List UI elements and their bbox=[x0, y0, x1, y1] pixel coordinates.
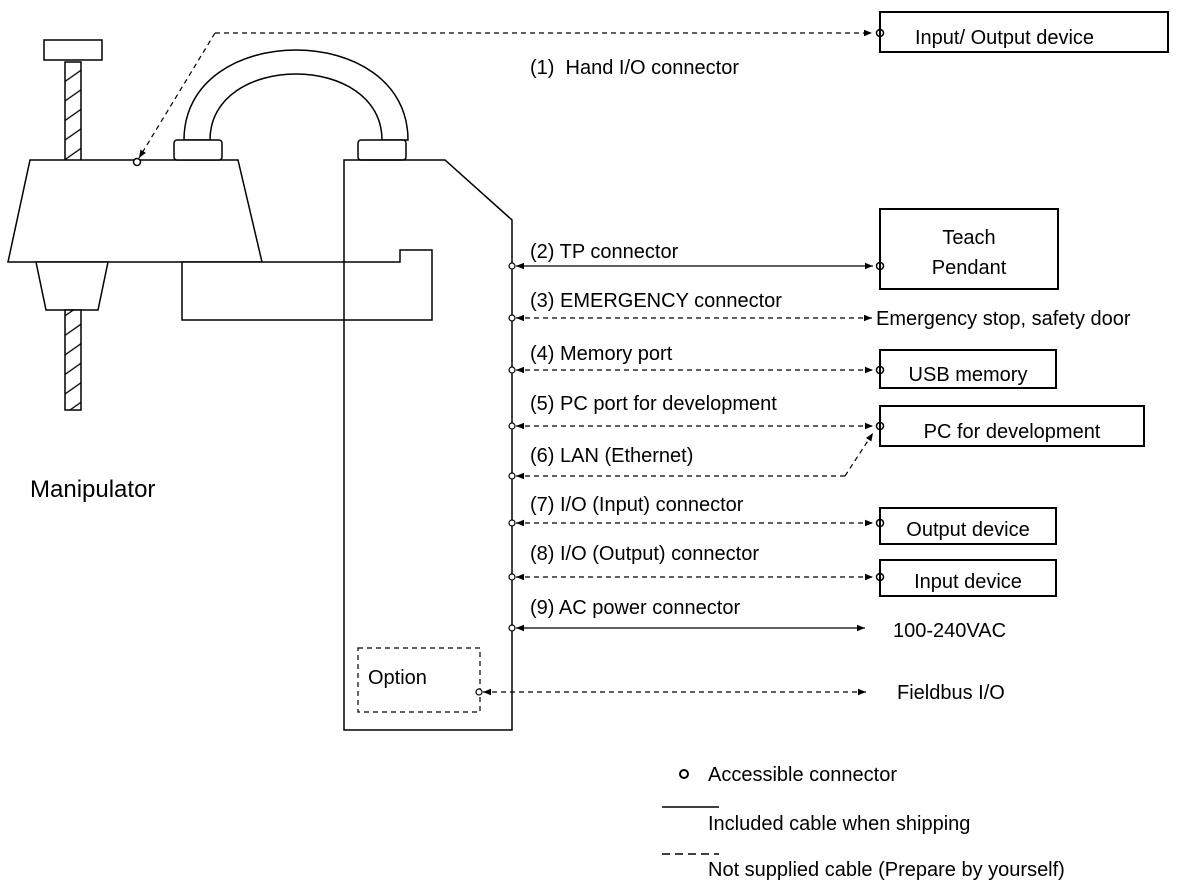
option-label: Option bbox=[368, 667, 427, 689]
output-device-label: Output device bbox=[906, 519, 1029, 541]
ac-power-label: (9) AC power connector bbox=[530, 597, 740, 619]
cable-duct bbox=[183, 49, 409, 141]
teach-label-1: Teach bbox=[942, 227, 995, 249]
shaft-cap bbox=[43, 39, 103, 61]
connection-io-input: (7) I/O (Input) connector Output device bbox=[508, 494, 1057, 545]
shaft-bottom bbox=[64, 309, 82, 411]
connection-io-output: (8) I/O (Output) connector Input device bbox=[508, 543, 1057, 597]
io-output-label: (8) I/O (Output) connector bbox=[530, 543, 759, 565]
legend: Accessible connector Included cable when… bbox=[662, 764, 1065, 881]
manipulator bbox=[7, 39, 433, 411]
arm-housing bbox=[7, 159, 263, 263]
controller-body bbox=[343, 159, 513, 731]
connection-pc: (5) PC port for development (6) LAN (Eth… bbox=[508, 393, 1145, 480]
option-box bbox=[357, 647, 481, 713]
legend-connector-icon bbox=[679, 769, 689, 779]
input-device-label: Input device bbox=[914, 571, 1022, 593]
hand-io-label: (1) Hand I/O connector bbox=[530, 57, 739, 79]
connection-fieldbus: Fieldbus I/O bbox=[475, 682, 1005, 704]
connection-memory: (4) Memory port USB memory bbox=[508, 343, 1057, 389]
connection-hand-io: Input/ Output device (1) Hand I/O connec… bbox=[132, 11, 1169, 167]
tp-label: (2) TP connector bbox=[530, 241, 679, 263]
duct-clamp-right bbox=[357, 139, 407, 161]
memory-label: (4) Memory port bbox=[530, 343, 673, 365]
io-input-label: (7) I/O (Input) connector bbox=[530, 494, 744, 516]
connection-emergency: (3) EMERGENCY connector Emergency stop, … bbox=[508, 290, 1131, 330]
connection-ac-power: (9) AC power connector 100-240VAC bbox=[508, 597, 1006, 642]
emergency-device-label: Emergency stop, safety door bbox=[876, 308, 1131, 330]
arm-link bbox=[181, 249, 433, 321]
fieldbus-label: Fieldbus I/O bbox=[897, 682, 1005, 704]
io-device-label: Input/ Output device bbox=[915, 27, 1094, 49]
usb-memory-label: USB memory bbox=[909, 364, 1028, 386]
lan-label: (6) LAN (Ethernet) bbox=[530, 445, 693, 467]
legend-not-supplied: Not supplied cable (Prepare by yourself) bbox=[708, 859, 1065, 881]
pc-dev-label: PC for development bbox=[924, 421, 1101, 443]
connection-tp: (2) TP connector Teach Pendant bbox=[508, 208, 1059, 290]
duct-clamp-left bbox=[173, 139, 223, 161]
emergency-label: (3) EMERGENCY connector bbox=[530, 290, 782, 312]
manipulator-label: Manipulator bbox=[30, 476, 155, 503]
pc-port-label: (5) PC port for development bbox=[530, 393, 777, 415]
arm-cone bbox=[35, 261, 109, 311]
legend-included: Included cable when shipping bbox=[708, 813, 970, 835]
ac-voltage-label: 100-240VAC bbox=[893, 620, 1006, 642]
shaft-top bbox=[64, 61, 82, 163]
teach-label-2: Pendant bbox=[932, 257, 1007, 279]
legend-accessible: Accessible connector bbox=[708, 764, 897, 786]
